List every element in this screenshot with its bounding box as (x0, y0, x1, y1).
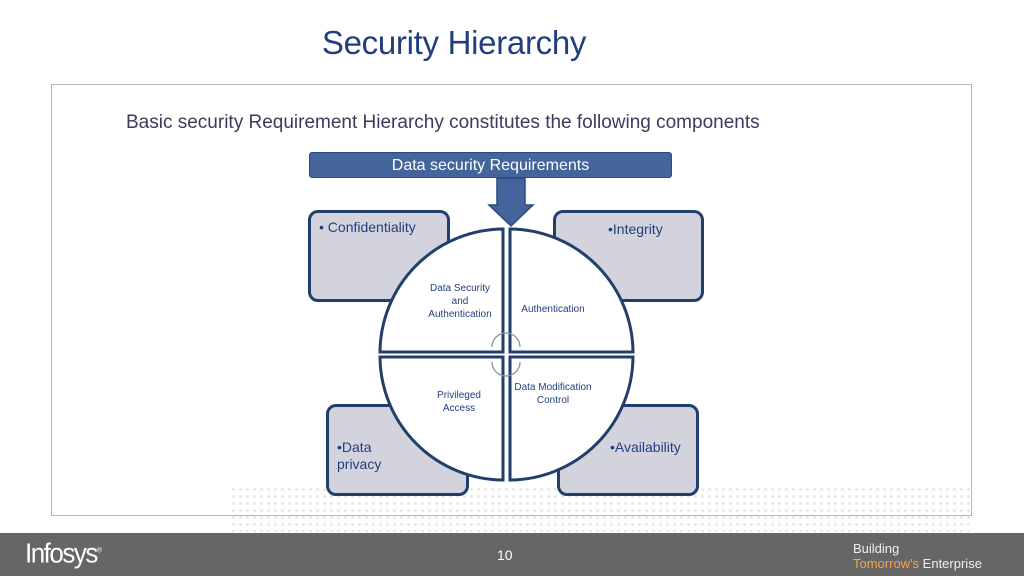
page-number: 10 (497, 547, 513, 563)
tagline-accent: Tomorrow's (853, 556, 920, 571)
down-arrow-icon (487, 177, 535, 228)
quadrant-top-left-label: Data Security and Authentication (428, 283, 492, 320)
outer-box-data-privacy-label: •Data privacy (337, 439, 382, 472)
requirement-box-label: Data security Requirements (391, 157, 590, 174)
outer-box-availability-label: •Availability (610, 439, 681, 455)
slide-title: Security Hierarchy (321, 24, 587, 61)
requirement-box: Data security Requirements (309, 152, 672, 178)
quadrant-top-right-label: Authentication (521, 304, 585, 315)
outer-box-integrity-label: •Integrity (608, 221, 663, 237)
tagline: Building Tomorrow's Enterprise (853, 541, 982, 571)
quadrant-bottom-left-label: Privileged Access (437, 390, 481, 414)
quadrant-bottom-left (378, 355, 505, 482)
tagline-line2: Tomorrow's Enterprise (853, 556, 982, 571)
quadrant-bottom-right (508, 355, 635, 482)
cycle-arrows-icon (491, 332, 521, 377)
tagline-rest: Enterprise (919, 556, 982, 571)
logo-text: Infosys (25, 537, 98, 569)
tagline-line1: Building (853, 541, 900, 556)
outer-box-confidentiality-label: • Confidentiality (319, 219, 416, 235)
footer-bar (0, 533, 1024, 576)
quadrant-top-left (378, 227, 505, 354)
quadrant-top-right (508, 227, 635, 354)
registered-mark: ® (96, 547, 103, 555)
quadrant-bottom-right-label: Data Modification Control (514, 382, 592, 406)
infosys-logo: Infosys® (25, 537, 102, 570)
intro-text: Basic security Requirement Hierarchy con… (126, 112, 760, 133)
